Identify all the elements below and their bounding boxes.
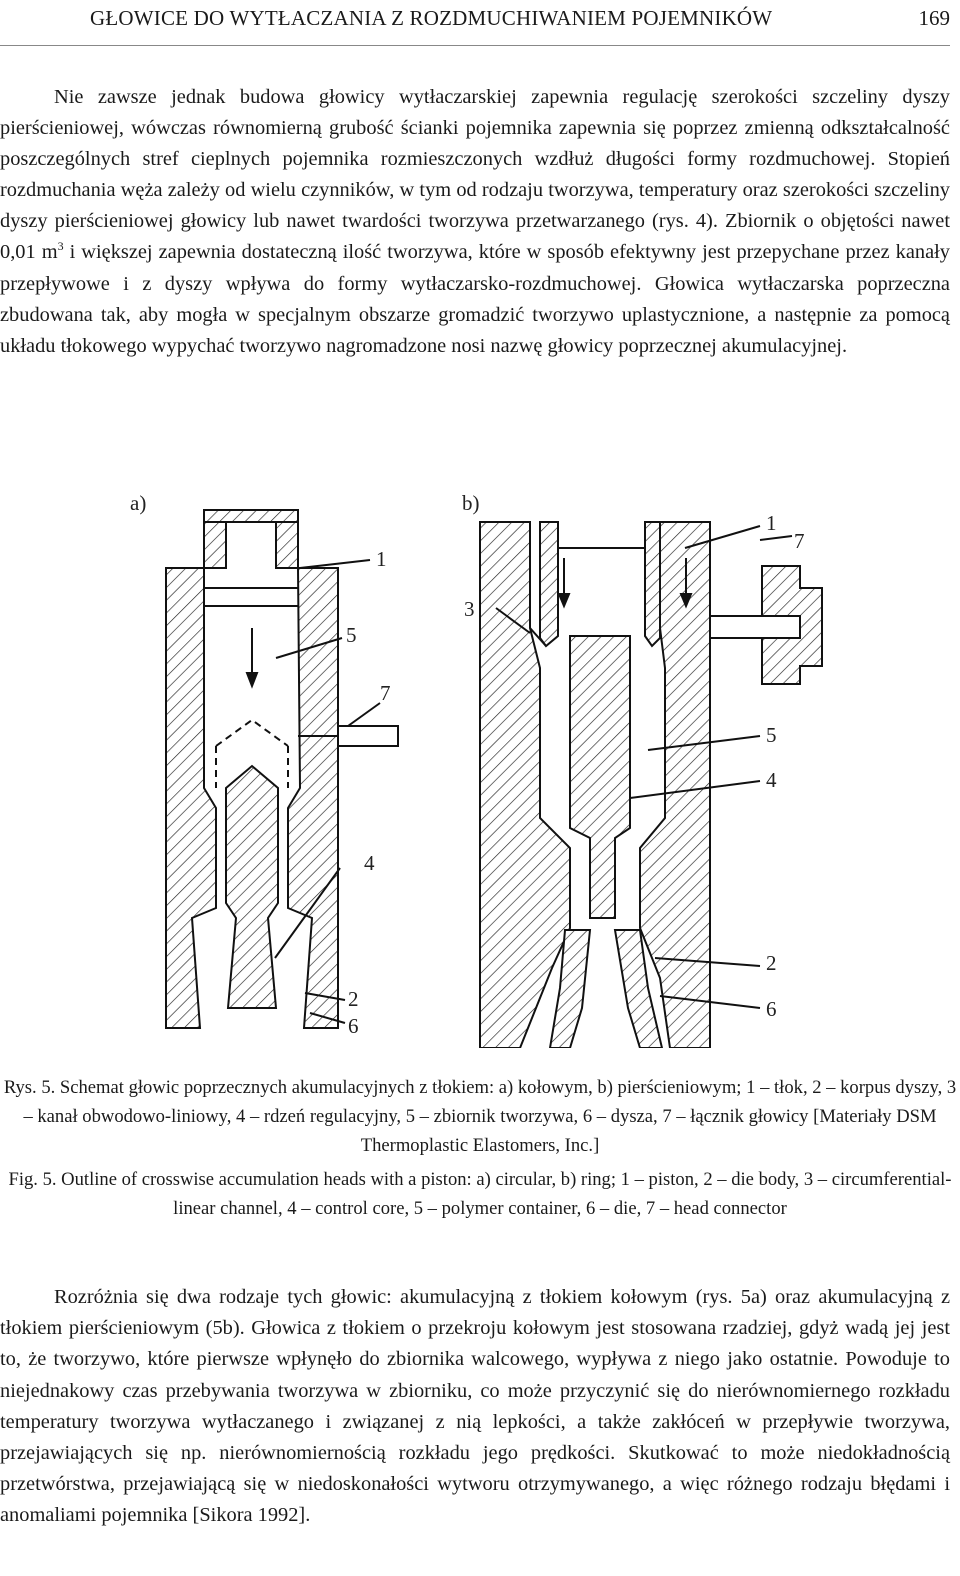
label-a-4: 4: [364, 851, 375, 875]
page-number: 169: [918, 6, 951, 30]
label-a-7: 7: [380, 681, 391, 705]
label-a-6: 6: [348, 1014, 359, 1038]
figure-5: a) 1 5 7 4 2 6: [100, 488, 880, 1048]
body-paragraph-1: Nie zawsze jednak budowa głowicy wytłacz…: [0, 82, 950, 362]
panel-b-label: b): [462, 491, 480, 515]
superscript-3: 3: [57, 239, 64, 254]
header-title: GŁOWICE DO WYTŁACZANIA Z ROZDMUCHIWANIEM…: [90, 6, 773, 30]
label-b-2: 2: [766, 951, 777, 975]
label-b-1: 1: [766, 511, 777, 535]
para1-text-a: Nie zawsze jednak budowa głowicy wytłacz…: [0, 86, 950, 264]
label-b-3: 3: [464, 597, 475, 621]
panel-a-drawing: [165, 509, 339, 1029]
body-paragraph-2: Rozróżnia się dwa rodzaje tych głowic: a…: [0, 1286, 950, 1527]
para1-text-b: i większej zapewnia dostateczną ilość tw…: [0, 241, 950, 357]
running-header: GŁOWICE DO WYTŁACZANIA Z ROZDMUCHIWANIEM…: [0, 0, 960, 46]
label-a-5: 5: [346, 623, 357, 647]
panel-b-drawing: [479, 521, 823, 1048]
figure-caption-polish: Rys. 5. Schemat głowic poprzecznych akum…: [3, 1077, 957, 1156]
label-b-5: 5: [766, 723, 777, 747]
label-b-4: 4: [766, 768, 777, 792]
label-b-6: 6: [766, 997, 777, 1021]
figure-caption-english: Fig. 5. Outline of crosswise accumulatio…: [8, 1169, 952, 1219]
header-rule: [0, 45, 950, 46]
panel-a-label: a): [130, 491, 146, 515]
label-a-2: 2: [348, 987, 359, 1011]
label-a-1: 1: [376, 547, 387, 571]
figure-drawing: a) 1 5 7 4 2 6: [130, 491, 823, 1048]
label-b-7: 7: [794, 529, 805, 553]
